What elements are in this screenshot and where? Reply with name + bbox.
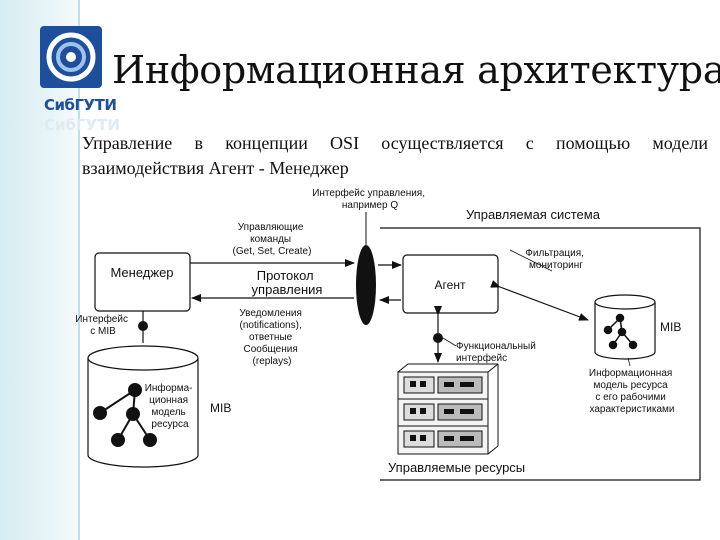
tree-icon-left — [93, 383, 157, 447]
management-interface-ellipse — [356, 245, 376, 325]
page-title: Информационная архитектура — [112, 48, 720, 92]
sidebar-divider — [78, 0, 80, 540]
agent-label: Агент — [435, 278, 466, 292]
managed-resources-label: Управляемые ресурсы — [388, 460, 525, 475]
info-model-left-label: Информа- ционная модель ресурса — [145, 382, 196, 430]
intro-paragraph: Управление в концепции OSI осуществляетс… — [82, 133, 708, 178]
managed-resources-racks — [397, 363, 499, 455]
notifications-label: Уведомления (notifications), ответные Со… — [239, 308, 304, 367]
protocol-label: Протокол управления — [252, 268, 323, 297]
tree-icon-right — [603, 313, 638, 350]
managed-system-boundary — [380, 227, 701, 481]
logo-text: СибГУТИ — [44, 96, 117, 114]
mib-right-label: MIB — [660, 320, 681, 334]
sidebar-decoration — [0, 0, 78, 540]
info-model-right-label: Информационная модель ресурса с его рабо… — [589, 367, 675, 415]
functional-label-pointer — [442, 337, 457, 347]
control-commands-label: Управляющие команды (Get, Set, Create) — [233, 222, 312, 257]
mgmt-interface-label: Интерфейс управления, например Q — [312, 187, 428, 211]
agent-mib-arrow — [490, 280, 589, 321]
mib-interface-node — [138, 321, 148, 331]
filtering-pointer-line — [509, 249, 553, 272]
mib-left-label: MIB — [210, 401, 231, 415]
university-logo-icon — [40, 26, 102, 88]
mib-right-top — [594, 294, 656, 310]
functional-interface-node — [433, 333, 443, 343]
functional-interface-label: Функциональный интерфейс — [456, 341, 539, 364]
mib-left-top — [87, 345, 199, 371]
info-model-pointer-line — [627, 357, 631, 367]
filtering-label: Фильтрация, мониторинг — [525, 248, 586, 271]
logo-reflection: СибГУТИ — [44, 116, 120, 134]
manager-label: Менеджер — [110, 265, 173, 280]
interface-mib-label: Интерфейс с MIB — [75, 313, 130, 337]
manager-box[interactable] — [94, 252, 191, 312]
managed-system-label: Управляемая система — [466, 207, 601, 222]
